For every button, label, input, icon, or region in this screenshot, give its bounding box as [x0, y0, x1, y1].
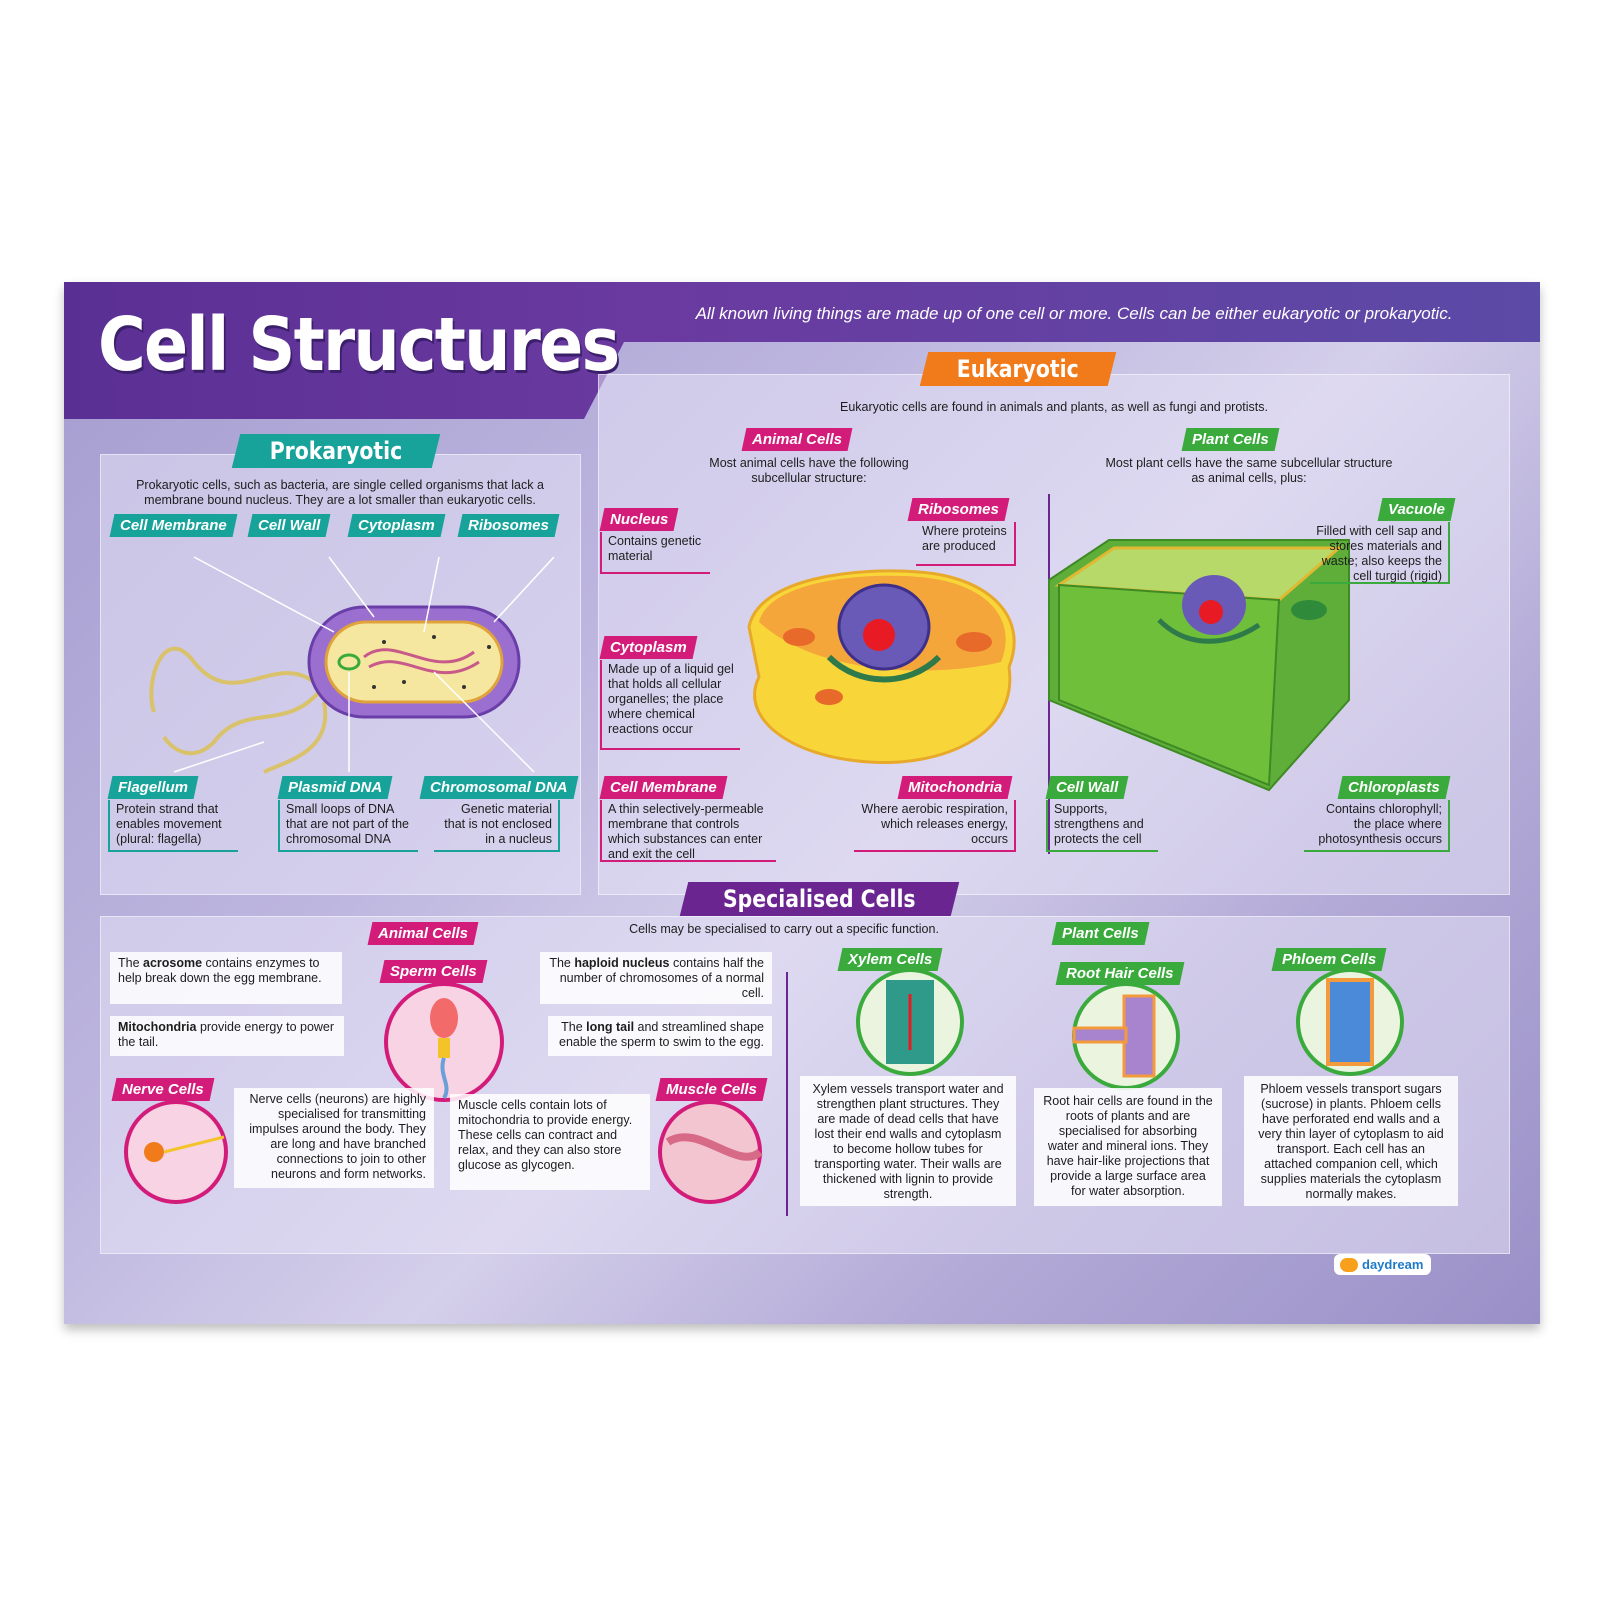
ribosomes-text: Where proteins are produced: [916, 522, 1016, 566]
flagellum-text: Protein strand that enables movement (pl…: [108, 800, 238, 852]
acrosome-card: The acrosome contains enzymes to help br…: [110, 952, 342, 1004]
plant-cells-intro: Most plant cells have the same subcellul…: [1105, 456, 1393, 485]
label-ribosomes: Ribosomes: [457, 514, 560, 537]
poster: Cell Structures All known living things …: [64, 282, 1540, 1324]
logo-icon: [1340, 1257, 1358, 1272]
animal-cell-diagram: [747, 569, 1016, 765]
spec-animal-cells-heading: Animal Cells: [367, 922, 479, 945]
label-cell-membrane-animal: Cell Membrane: [599, 776, 728, 799]
page-title: Cell Structures: [98, 302, 620, 388]
specialised-description: Cells may be specialised to carry out a …: [629, 922, 939, 936]
xylem-card: Xylem vessels transport water and streng…: [800, 1076, 1016, 1206]
label-cytoplasm-animal: Cytoplasm: [599, 636, 698, 659]
haploid-card: The haploid nucleus contains half the nu…: [540, 952, 772, 1004]
phloem-card: Phloem vessels transport sugars (sucrose…: [1244, 1076, 1458, 1206]
prokaryotic-heading: Prokaryotic: [231, 434, 441, 468]
daydream-logo: daydream: [1334, 1254, 1432, 1275]
label-cell-wall-plant: Cell Wall: [1045, 776, 1129, 799]
sperm-cell-circle: [384, 982, 504, 1102]
label-muscle-cells: Muscle Cells: [655, 1078, 768, 1101]
animal-cells-intro: Most animal cells have the following sub…: [709, 456, 909, 485]
label-phloem-cells: Phloem Cells: [1271, 948, 1387, 971]
intro-text: All known living things are made up of o…: [695, 304, 1453, 323]
label-nucleus: Nucleus: [599, 508, 679, 531]
cell-wall-text: Supports, strengthens and protects the c…: [1046, 800, 1158, 852]
eukaryotic-description: Eukaryotic cells are found in animals an…: [839, 400, 1268, 414]
label-root-hair-cells: Root Hair Cells: [1055, 962, 1184, 985]
xylem-cell-circle: [856, 968, 964, 1076]
plant-cells-heading: Plant Cells: [1181, 428, 1280, 451]
spec-plant-cells-heading: Plant Cells: [1051, 922, 1150, 945]
cytoplasm-text: Made up of a liquid gel that holds all c…: [600, 660, 740, 750]
plasmid-text: Small loops of DNA that are not part of …: [278, 800, 418, 852]
label-flagellum: Flagellum: [107, 776, 199, 799]
label-nerve-cells: Nerve Cells: [111, 1078, 215, 1101]
mitochondria-card: Mitochondria provide energy to power the…: [110, 1016, 344, 1056]
label-vacuole: Vacuole: [1377, 498, 1456, 521]
label-mitochondria: Mitochondria: [897, 776, 1013, 799]
label-chloroplasts: Chloroplasts: [1337, 776, 1451, 799]
nerve-card: Nerve cells (neurons) are highly special…: [234, 1088, 434, 1188]
mitochondria-text: Where aerobic respiration, which release…: [854, 800, 1016, 852]
label-xylem-cells: Xylem Cells: [837, 948, 943, 971]
nerve-cell-circle: [124, 1100, 228, 1204]
label-ribosomes-animal: Ribosomes: [907, 498, 1010, 521]
specialised-divider: [786, 972, 788, 1216]
label-cell-membrane: Cell Membrane: [109, 514, 238, 537]
specialised-heading: Specialised Cells: [679, 882, 959, 916]
muscle-card: Muscle cells contain lots of mitochondri…: [450, 1094, 650, 1190]
vacuole-text: Filled with cell sap and stores material…: [1310, 522, 1450, 584]
nucleus-text: Contains genetic material: [600, 532, 710, 574]
cell-membrane-text: A thin selectively-permeable membrane th…: [600, 800, 776, 862]
root-hair-cell-circle: [1072, 982, 1180, 1090]
chloroplasts-text: Contains chlorophyll; the place where ph…: [1304, 800, 1450, 852]
muscle-cell-circle: [658, 1100, 763, 1204]
label-plasmid-dna: Plasmid DNA: [277, 776, 393, 799]
label-chromosomal-dna: Chromosomal DNA: [419, 776, 578, 799]
animal-cells-heading: Animal Cells: [741, 428, 853, 451]
tail-card: The long tail and streamlined shape enab…: [548, 1016, 772, 1056]
chromosomal-text: Genetic material that is not enclosed in…: [434, 800, 560, 852]
label-cytoplasm: Cytoplasm: [347, 514, 446, 537]
eukaryotic-heading: Eukaryotic: [919, 352, 1116, 386]
label-cell-wall: Cell Wall: [247, 514, 331, 537]
prokaryotic-description: Prokaryotic cells, such as bacteria, are…: [136, 478, 544, 507]
plant-cell-diagram: [1048, 539, 1350, 792]
root-hair-card: Root hair cells are found in the roots o…: [1034, 1088, 1222, 1206]
phloem-cell-circle: [1296, 968, 1404, 1076]
bacterium-diagram: [149, 556, 555, 774]
